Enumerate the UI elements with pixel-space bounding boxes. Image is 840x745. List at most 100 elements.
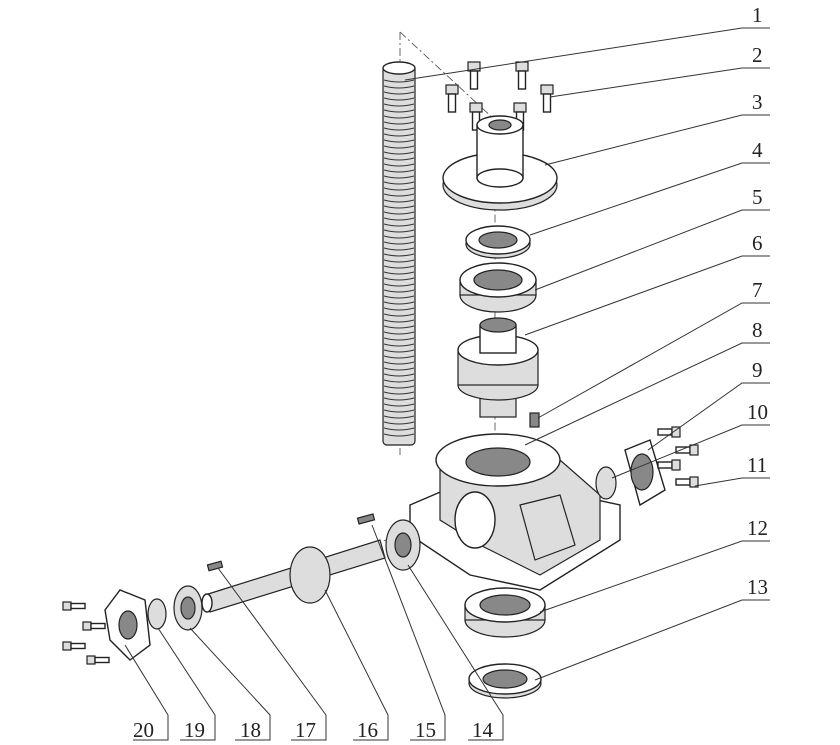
thread-line [383,319,415,323]
bolt-head [82,621,92,631]
thread-line [383,109,415,113]
thread-line [383,313,415,317]
thread-line [383,337,415,341]
thread-line [383,169,415,173]
thread-line [383,373,415,377]
callout-numbers: 1 2 3 4 5 6 7 8 9 10 11 12 13 14 15 16 1… [133,3,768,742]
thread-line [383,139,415,143]
callout-17: 17 [295,718,316,742]
thrust-bearing-upper [459,262,537,313]
thread-line [383,415,415,419]
callout-8: 8 [752,318,763,342]
bolt-shank [94,656,110,664]
bolt-head [671,426,681,438]
callout-13: 13 [747,575,768,599]
leader-line [534,209,770,291]
thread-line [383,199,415,203]
thread-line [383,433,415,437]
thread-line [383,301,415,305]
callout-20: 20 [133,718,154,742]
worm-bearing-left [173,585,203,631]
thread-line [383,427,415,431]
leader-line [544,114,770,166]
leader-line [407,564,504,741]
callout-14: 14 [472,718,494,742]
callout-5: 5 [752,185,763,209]
bolt-head [671,459,681,471]
thread-line [383,187,415,191]
thread-line [383,421,415,425]
thread-line [383,289,415,293]
callout-10: 10 [747,400,768,424]
leader-line [124,644,169,741]
callout-1: 1 [752,3,763,27]
thread-line [383,175,415,179]
leader-line [529,162,770,236]
key-17 [206,560,224,572]
bolt-head [62,601,72,611]
bolt-shank [90,622,106,630]
key-15 [356,513,376,525]
bolts-left [62,601,110,665]
callout-11: 11 [747,453,767,477]
thread-line [383,127,415,131]
thread-line [383,79,415,83]
thread-line [383,121,415,125]
leader-line [647,382,770,451]
thread-line [383,349,415,353]
thread-line [383,91,415,95]
bolt-head [540,84,554,95]
bolt-head [515,61,529,72]
leader-line [189,627,271,741]
thread-line [383,193,415,197]
leader-line [371,524,446,741]
thread-line [383,277,415,281]
bolt-head [445,84,459,95]
bolt-head [513,102,527,113]
thread-line [383,271,415,275]
bolt-head [86,655,96,665]
thread-line [383,103,415,107]
thread-line [383,409,415,413]
thread-line [383,259,415,263]
thread-line [383,391,415,395]
leader-line [524,255,770,336]
thread-line [383,331,415,335]
callout-12: 12 [747,516,768,540]
bolt-shank [70,602,86,610]
thread-line [383,133,415,137]
thread-line [383,253,415,257]
bottom-seal [468,663,542,699]
leader-line [539,540,770,613]
bolt-head [689,476,699,488]
bolt-head [469,102,483,113]
thread-line [383,115,415,119]
side-end-cap [624,439,666,507]
leader-line [611,424,770,479]
thread-line [383,385,415,389]
worm-end-cap [104,589,151,661]
oil-seal [465,225,531,259]
lead-screw [382,61,416,446]
gearbox-housing [409,433,621,591]
thread-line [383,85,415,89]
leader-line [537,302,770,419]
thread-line [383,241,415,245]
thread-line [383,157,415,161]
thread-line [383,211,415,215]
callout-16: 16 [357,718,378,742]
thread-line [383,151,415,155]
thread-line [383,163,415,167]
callout-15: 15 [415,718,436,742]
grease-nipple [529,412,540,428]
thread-line [383,295,415,299]
leader-line [324,589,389,741]
bolt-shank [542,93,552,113]
bolt-shank [447,93,457,113]
thread-line [383,235,415,239]
leader-line [694,477,770,487]
thread-line [383,247,415,251]
worm-gear-nut [457,317,539,418]
callout-2: 2 [752,43,763,67]
